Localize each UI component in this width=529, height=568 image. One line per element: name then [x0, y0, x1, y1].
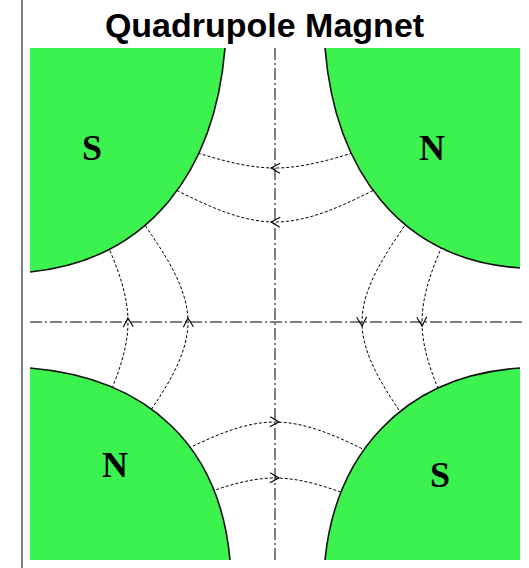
pole-face — [325, 48, 520, 268]
pole-shape — [30, 368, 230, 560]
arrow-head — [270, 417, 279, 427]
pole-label: S — [430, 457, 450, 493]
arrow-head — [123, 318, 133, 327]
arrow-head — [271, 163, 280, 173]
title-box: Quadrupole Magnet — [0, 6, 529, 45]
frame-border — [22, 0, 23, 568]
pole-fill — [325, 48, 520, 268]
field-line — [168, 186, 382, 227]
field-line-path — [140, 218, 188, 426]
pole-face — [30, 368, 230, 560]
field-line-path — [175, 422, 375, 455]
pole-shape — [30, 48, 225, 272]
field-line — [140, 218, 193, 426]
pole-piece: N — [325, 48, 520, 268]
pole-face — [30, 48, 225, 272]
title-text: Quadrupole Magnet — [105, 6, 424, 44]
arrow-head — [183, 318, 193, 327]
pole-label: S — [82, 130, 102, 166]
pole-fill — [30, 48, 225, 272]
vertical-axis — [275, 48, 276, 562]
arrow-head — [270, 473, 279, 483]
pole-fill — [325, 368, 520, 560]
field-line-path — [362, 218, 410, 426]
pole-piece: S — [30, 48, 225, 272]
pole-face — [325, 368, 520, 560]
horizontal-axis — [30, 322, 524, 323]
arrow-head — [417, 317, 427, 326]
pole-shape — [325, 368, 520, 560]
arrow-head — [357, 317, 367, 326]
pole-label: N — [419, 130, 445, 166]
field-line — [175, 417, 375, 455]
pole-label: N — [102, 447, 128, 483]
arrow-head — [271, 217, 280, 227]
pole-fill — [30, 368, 230, 560]
field-line-path — [168, 186, 382, 222]
pole-piece: S — [325, 368, 520, 560]
field-line — [188, 150, 362, 173]
pole-piece: N — [30, 368, 230, 560]
field-line — [357, 218, 410, 426]
